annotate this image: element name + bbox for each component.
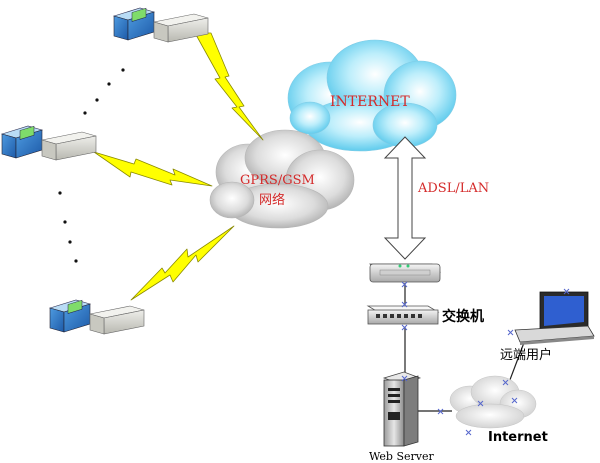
field-device-icon [0, 125, 97, 161]
switch-label: 交换机 [442, 308, 484, 325]
internet-cloud: INTERNET [287, 39, 457, 152]
field-device-bottom [48, 299, 145, 335]
lightning-bolt-bottom [130, 225, 235, 301]
field-device-middle [0, 125, 97, 161]
double-arrow-icon [383, 136, 427, 260]
link-internet-to-laptop [507, 339, 526, 386]
router-device [369, 263, 441, 283]
lightning-bolts [93, 32, 264, 301]
internet-small-label: Internet [488, 430, 548, 445]
lightning-bolt-top [194, 32, 264, 141]
web-server-label: Web Server [369, 450, 434, 463]
laptop-icon [514, 291, 595, 345]
remote-user-label: 远端用户 [500, 347, 552, 363]
more-devices-dots [58, 68, 125, 263]
field-device-icon [112, 7, 209, 43]
gprs-cloud: GPRS/GSM 网络 [209, 129, 355, 229]
connection-markers [401, 281, 570, 436]
field-device-icon [48, 299, 145, 335]
field-device-top [112, 7, 209, 43]
internet-small-cloud: Internet [449, 375, 548, 445]
gprs-cloud-label-line1: GPRS/GSM [240, 173, 315, 188]
gprs-cloud-label-line2: 网络 [259, 192, 285, 208]
internet-cloud-label: INTERNET [330, 94, 410, 110]
network-switch: 交换机 [366, 305, 484, 325]
lightning-bolt-middle [93, 151, 213, 187]
web-server: Web Server [369, 371, 434, 463]
connection-lines [404, 283, 526, 412]
remote-user-laptop: 远端用户 [500, 291, 595, 363]
adsl-lan-label: ADSL/LAN [417, 181, 489, 196]
adsl-lan-arrow: ADSL/LAN [383, 136, 489, 260]
